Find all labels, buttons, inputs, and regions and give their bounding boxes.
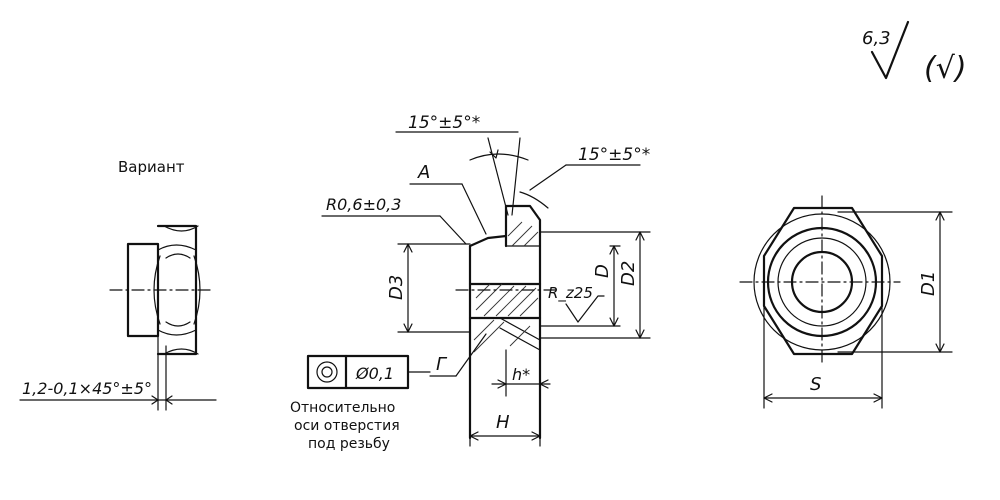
tolerance-value: Ø0,1 (355, 364, 394, 383)
roughness-label: R_z25 (548, 284, 593, 303)
reference-note-line-2: оси отверстия (294, 418, 400, 434)
surface-finish-symbol: 6,3 (√) (862, 20, 967, 86)
section-view: 15°±5°* 15°±5°* A R0,6±0,3 (290, 113, 651, 452)
dimension-D2: D2 (618, 261, 639, 286)
dimension-D: D (592, 264, 613, 278)
radius-label: R0,6±0,3 (326, 195, 401, 214)
label-A: A (417, 162, 430, 183)
reference-note-line-1: Относительно (290, 400, 395, 416)
angle-right-label: 15°±5°* (578, 145, 650, 165)
tolerance-frame: Ø0,1 (306, 354, 431, 390)
section-hatching (473, 221, 539, 353)
angle-top-label: 15°±5°* (408, 113, 480, 133)
dimension-D3: D3 (386, 275, 407, 300)
surface-finish-value: 6,3 (862, 28, 891, 49)
surface-finish-paren: (√) (924, 51, 967, 86)
hex-top-view: D1 S (739, 195, 953, 409)
reference-note-line-3: под резьбу (308, 436, 390, 452)
variant-label: Вариант (118, 158, 185, 176)
chamfer-dimension: 1,2-0,1×45°±5° (22, 379, 152, 398)
dimension-h: h* (512, 365, 530, 384)
dimension-D1: D1 (918, 271, 939, 296)
variant-view: Вариант 1,2-0,1×45°±5° (19, 158, 217, 411)
dimension-S: S (810, 374, 821, 395)
dimension-H: H (496, 412, 510, 433)
label-gamma: Г (436, 354, 448, 375)
